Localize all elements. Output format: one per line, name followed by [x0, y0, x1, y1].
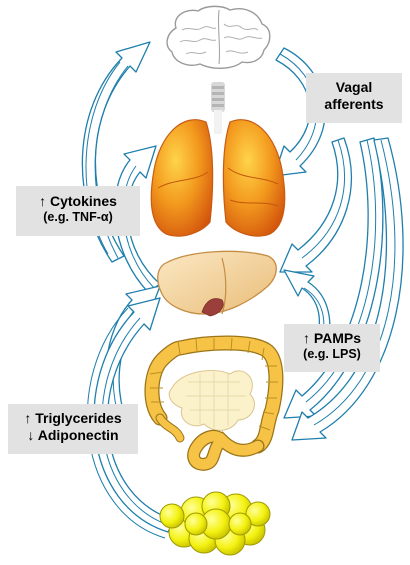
- lungs-icon: [151, 120, 284, 236]
- pamps-line2: (e.g. LPS): [284, 347, 380, 362]
- trachea-icon: [211, 82, 225, 134]
- vagal-afferents-line2: afferents: [306, 96, 402, 113]
- intestine-icon: [150, 338, 278, 464]
- adiponectin-line: ↓ Adiponectin: [8, 427, 138, 444]
- adipose-tissue-icon: [160, 492, 270, 555]
- liver-icon: [158, 251, 277, 316]
- brain-icon: [167, 6, 270, 68]
- pamps-line1: ↑ PAMPs: [284, 330, 380, 347]
- triglycerides-adiponectin-label: ↑ Triglycerides ↓ Adiponectin: [8, 404, 138, 454]
- vagal-afferents-label: Vagal afferents: [306, 73, 402, 123]
- cytokines-line1: ↑ Cytokines: [16, 193, 140, 210]
- vagal-afferents-line1: Vagal: [306, 79, 402, 96]
- cytokines-label: ↑ Cytokines (e.g. TNF-α): [16, 186, 140, 236]
- triglycerides-line: ↑ Triglycerides: [8, 410, 138, 427]
- cytokines-line2: (e.g. TNF-α): [16, 210, 140, 225]
- pamps-label: ↑ PAMPs (e.g. LPS): [284, 324, 380, 372]
